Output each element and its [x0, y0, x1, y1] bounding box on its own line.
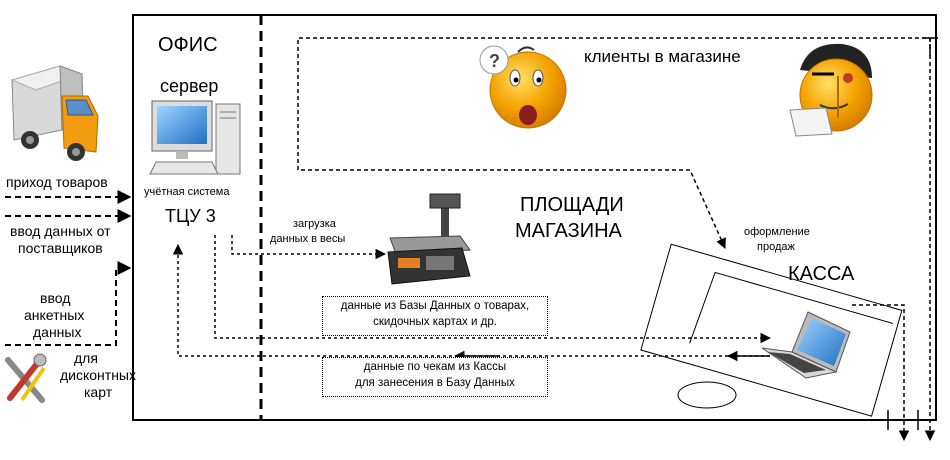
suppliers-line1: ввод данных от	[10, 223, 111, 239]
db-to-kassa-box: данные из Базы Данных о товарах, скидочн…	[322, 296, 548, 336]
kassa-to-db-line2: для занесения в Базу Данных	[355, 376, 515, 389]
input-arrows	[5, 190, 132, 346]
kassa-to-db-arrow	[172, 243, 770, 357]
discount-line3: карт	[84, 384, 113, 400]
suppliers-line2: поставщиков	[18, 240, 103, 256]
scales-icon	[387, 193, 471, 285]
server-label: сервер	[160, 76, 219, 96]
db-to-kassa-line2: скидочных картах и др.	[373, 315, 497, 328]
db-to-kassa-arrow	[214, 235, 772, 344]
kassa-to-db-line1: данные по чекам из Кассы	[363, 361, 507, 373]
goods-in-label: приход товаров	[6, 174, 108, 190]
store-areas-line2: МАГАЗИНА	[515, 220, 622, 242]
survey-line2: анкетных	[24, 307, 85, 323]
computer-icon	[149, 100, 241, 175]
office-title: ОФИС	[158, 34, 218, 56]
shopper-smiley-icon	[789, 43, 873, 137]
discount-line2: дисконтных	[60, 367, 136, 383]
survey-line3: данных	[33, 324, 82, 340]
server-to-scales-arrow	[231, 235, 387, 260]
accounting-system-label: учётная система	[144, 186, 230, 198]
clients-flow-loop	[297, 37, 936, 442]
kassa-ellipse	[677, 381, 737, 409]
sales-line1: оформление	[744, 226, 810, 238]
sales-line2: продаж	[757, 241, 795, 253]
store-frame	[132, 14, 937, 421]
truck-icon	[10, 65, 99, 161]
confused-smiley-icon: ?	[479, 45, 567, 129]
kassa-label: КАССА	[788, 263, 855, 285]
kassa-to-db-box: данные по чекам из Кассы для занесения в…	[322, 357, 548, 397]
clients-label: клиенты в магазине	[584, 47, 741, 66]
discount-line1: для	[74, 350, 98, 366]
kassa-zone	[640, 243, 903, 417]
store-areas-line1: ПЛОЩАДИ	[520, 194, 624, 216]
db-to-kassa-line1: данные из Базы Данных о товарах,	[340, 300, 530, 312]
scales-line2: данных в весы	[270, 233, 346, 245]
scales-line1: загрузка	[293, 218, 336, 230]
svg-text:?: ?	[489, 51, 500, 71]
tools-icon	[5, 353, 47, 403]
laptop-icon	[761, 311, 851, 379]
survey-line1: ввод	[40, 290, 71, 306]
tsu-label: ТЦУ 3	[165, 206, 216, 226]
